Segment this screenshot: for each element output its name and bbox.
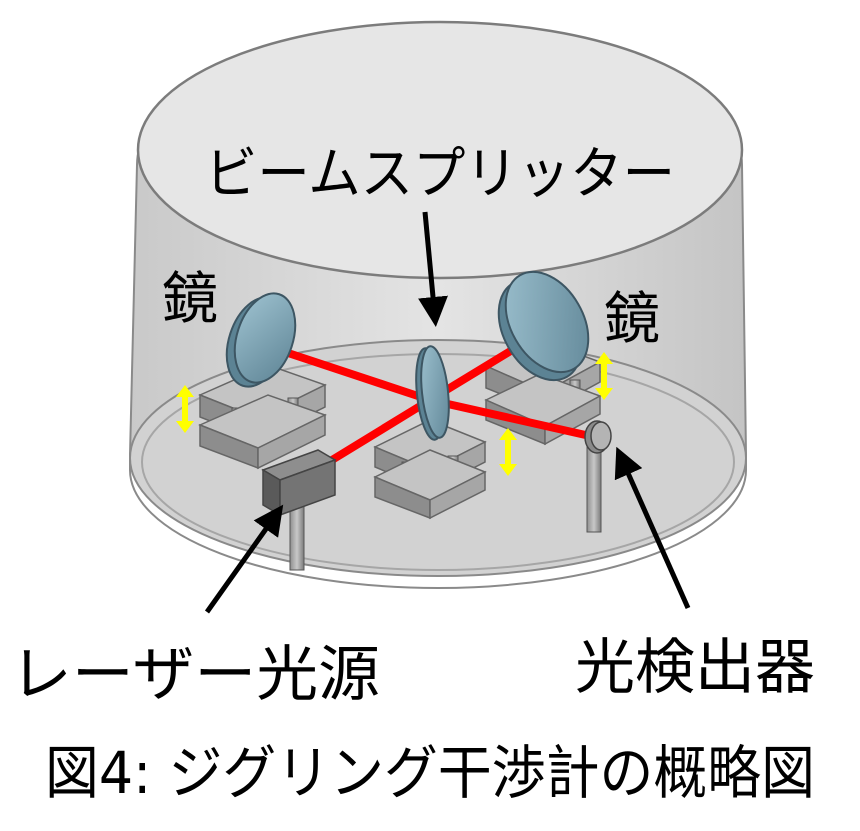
label-photodetector: 光検出器 <box>575 633 815 703</box>
left-mirror <box>225 292 297 388</box>
label-beam-splitter: ビームスプリッター <box>205 142 675 207</box>
arrow-to-photodetector <box>614 446 691 610</box>
laser-beam-from-source <box>328 396 434 464</box>
beam-splitter <box>415 345 450 441</box>
pointer-arrow-icon <box>204 211 691 614</box>
photodetector <box>584 420 612 533</box>
motion-arrow-left <box>176 385 194 433</box>
beam-splitter-stage <box>373 419 487 520</box>
left-mirror-stage <box>198 364 327 470</box>
motion-arrow-icon <box>176 352 613 476</box>
right-mirror <box>497 270 590 382</box>
arrow-to-laser-source <box>204 504 284 614</box>
motion-arrow-right <box>595 352 613 400</box>
label-mirror-left: 鏡 <box>162 267 218 332</box>
motion-arrow-center <box>499 428 517 476</box>
laser-source <box>261 449 337 571</box>
laser-beam-to-detector <box>426 396 594 440</box>
cylinder-top <box>136 20 744 280</box>
laser-beam-to-left-mirror <box>266 343 434 404</box>
label-mirror-right: 鏡 <box>604 287 660 352</box>
label-laser-source: レーザー光源 <box>10 640 380 710</box>
figure-caption: 図4: ジグリング干渉計の概略図 <box>45 739 815 807</box>
arrow-to-beam-splitter <box>418 211 448 327</box>
